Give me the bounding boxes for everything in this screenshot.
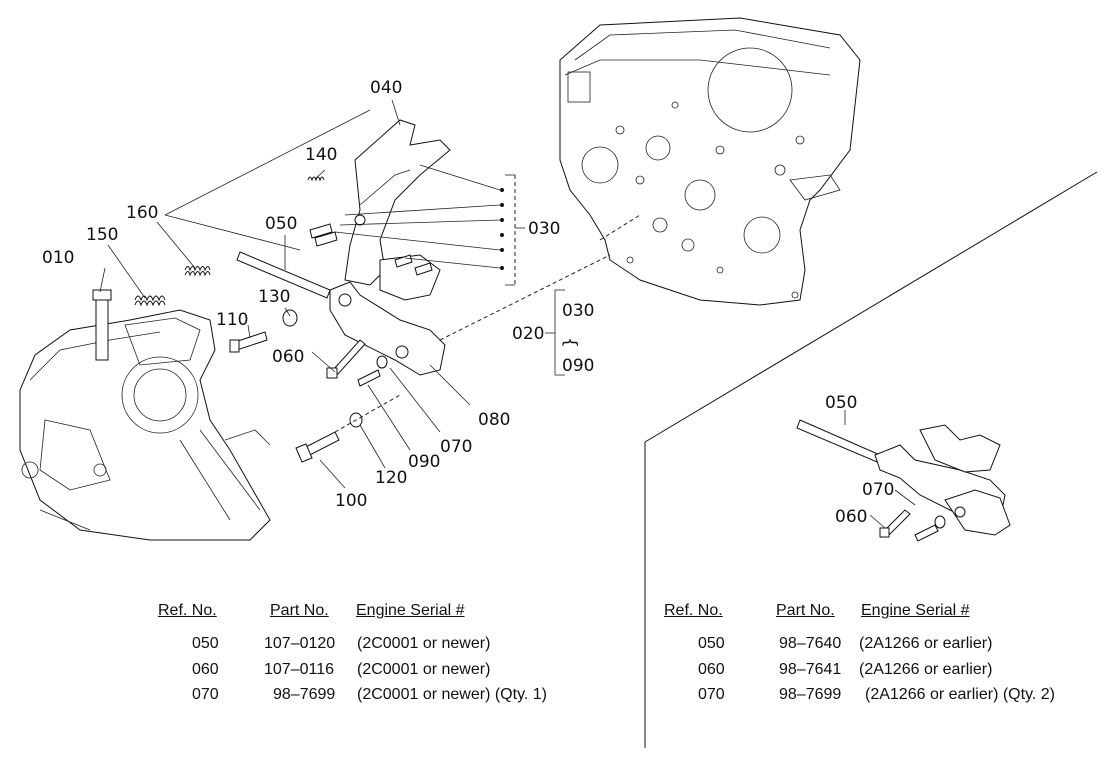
callout-030-range-start: 030 (562, 301, 594, 321)
header-part-no: Part No. (776, 602, 835, 619)
table-row-ref: 070 (698, 686, 725, 703)
table-row-part: 98–7699 (779, 686, 842, 703)
callout-100: 100 (335, 491, 367, 511)
part-130-washer (282, 309, 298, 327)
part-150-spring (134, 295, 166, 307)
part-060-bolt (326, 339, 366, 379)
header-part-no: Part No. (270, 602, 329, 619)
range-symbol: { (560, 337, 580, 348)
governor-housing (19, 309, 271, 541)
callout-140: 140 (305, 145, 337, 165)
parts-table-left: Ref. No. Part No. Engine Serial # 050 10… (158, 602, 547, 703)
part-090-screw (357, 369, 381, 387)
header-ref-no: Ref. No. (664, 602, 723, 619)
table-row-serial: (2A1266 or earlier) (859, 661, 993, 678)
header-engine-serial: Engine Serial # (356, 602, 465, 619)
bracket-020 (545, 289, 565, 376)
callout-010: 010 (42, 248, 74, 268)
table-row-ref: 050 (192, 635, 219, 652)
table-row-part: 98–7699 (273, 686, 336, 703)
callout-020: 020 (512, 324, 544, 344)
table-row-serial: (2A1266 or earlier) (Qty. 2) (865, 686, 1055, 703)
inset-frame (644, 171, 1098, 748)
inset-assembly (796, 410, 1011, 542)
inset-callout-050: 050 (825, 393, 857, 413)
header-ref-no: Ref. No. (158, 602, 217, 619)
callout-060: 060 (272, 347, 304, 367)
table-row-ref: 060 (192, 661, 219, 678)
callout-070: 070 (440, 437, 472, 457)
part-160-spring (184, 266, 211, 277)
table-row-ref: 060 (698, 661, 725, 678)
table-row-part: 98–7640 (779, 635, 842, 652)
part-040-lever (344, 119, 451, 286)
inset-callout-060: 060 (835, 507, 867, 527)
leader-lines (99, 99, 641, 489)
callout-090-range-end: 090 (562, 356, 594, 376)
callout-110: 110 (216, 310, 248, 330)
callout-130: 130 (258, 287, 290, 307)
inset-callout-070: 070 (862, 480, 894, 500)
table-row-serial: (2C0001 or newer) (Qty. 1) (357, 686, 547, 703)
table-row-ref: 070 (192, 686, 219, 703)
bracket-030 (334, 164, 525, 286)
callout-labels: 010 150 160 140 040 050 130 110 060 080 … (42, 78, 894, 527)
callout-160: 160 (126, 203, 158, 223)
header-engine-serial: Engine Serial # (861, 602, 970, 619)
table-row-serial: (2C0001 or newer) (357, 661, 491, 678)
table-row-ref: 050 (698, 635, 725, 652)
table-row-part: 98–7641 (779, 661, 842, 678)
engine-block (559, 17, 861, 306)
part-140-spring (307, 176, 325, 182)
table-row-part: 107–0120 (264, 635, 336, 652)
part-100-bolt (295, 431, 340, 463)
callout-080: 080 (478, 410, 510, 430)
table-row-serial: (2A1266 or earlier) (859, 635, 993, 652)
callout-030: 030 (528, 219, 560, 239)
callout-040: 040 (370, 78, 402, 98)
callout-120: 120 (375, 468, 407, 488)
table-row-serial: (2C0001 or newer) (357, 635, 491, 652)
table-row-part: 107–0116 (264, 661, 334, 678)
part-010-shaft (92, 289, 112, 361)
callout-090: 090 (408, 452, 440, 472)
callout-150: 150 (86, 225, 118, 245)
part-070-washer (376, 355, 388, 369)
part-050-shaft (236, 251, 331, 299)
part-110-bolt (229, 331, 268, 353)
callout-050: 050 (265, 214, 297, 234)
